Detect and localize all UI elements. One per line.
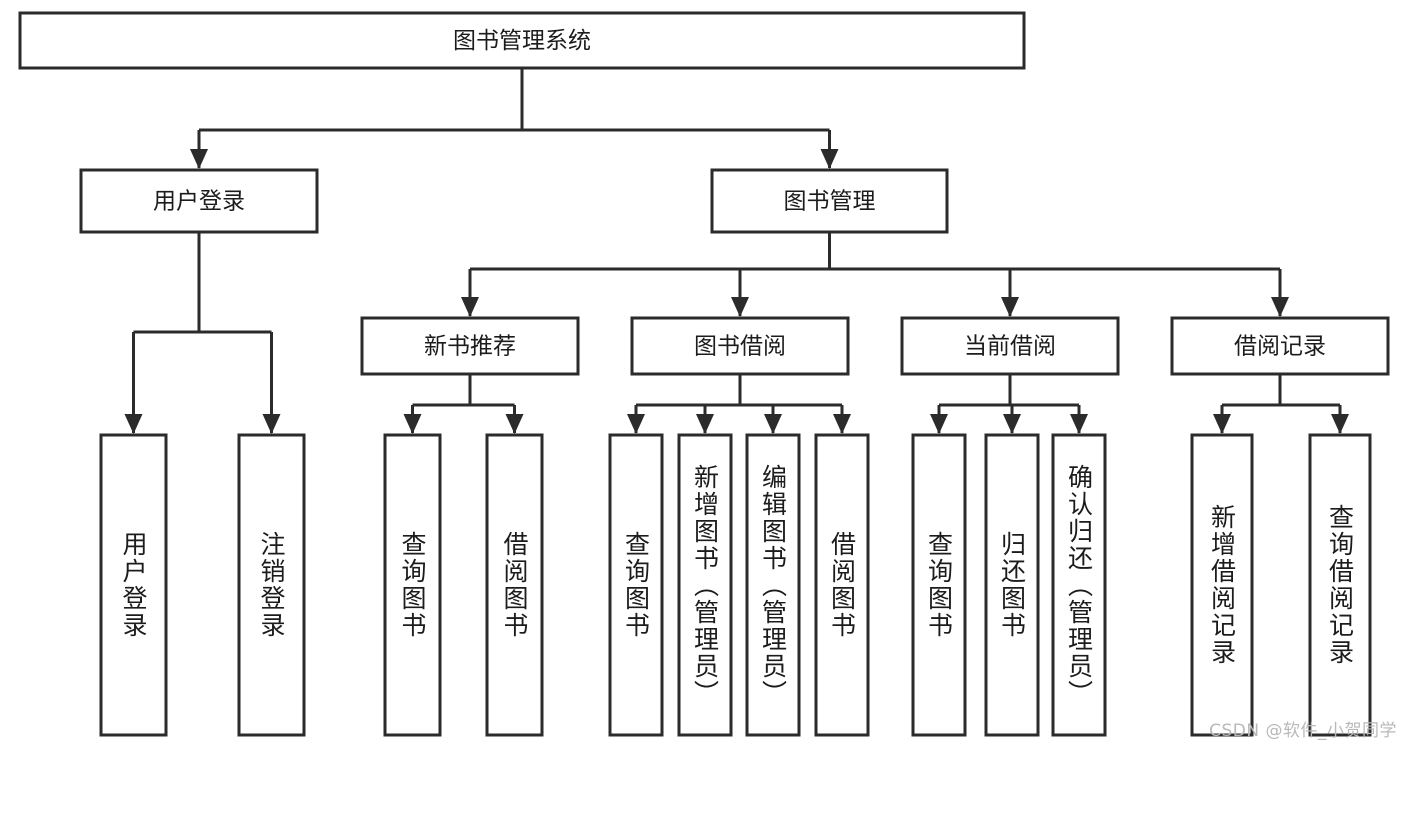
edges-layer <box>124 68 1349 434</box>
node-leaf-query-record[interactable] <box>1308 433 1372 737</box>
node-book-manage[interactable]: 图书管理 <box>710 168 949 234</box>
arrow-head-icon-book-manage <box>820 149 839 169</box>
node-new-book-rec[interactable]: 新书推荐 <box>360 316 580 376</box>
node-leaf-add-book[interactable] <box>677 433 733 737</box>
node-box-leaf-add-book <box>677 433 733 737</box>
node-box-leaf-query-book-bor <box>608 433 664 737</box>
arrow-head-icon-leaf-query-record <box>1331 414 1349 434</box>
node-user-login[interactable]: 用户登录 <box>79 168 319 234</box>
node-box-leaf-query-book-cur <box>911 433 967 737</box>
node-leaf-edit-book[interactable] <box>745 433 801 737</box>
node-box-book-borrow <box>630 316 850 376</box>
csdn-watermark: CSDN @软件_小贺同学 <box>1209 721 1397 741</box>
node-box-leaf-edit-book <box>745 433 801 737</box>
arrow-head-icon-leaf-query-book-rec <box>403 414 422 434</box>
node-box-leaf-confirm-return <box>1051 433 1107 737</box>
arrow-head-icon-leaf-query-book-cur <box>930 414 948 434</box>
node-box-root <box>18 11 1026 70</box>
arrow-head-icon-user-login <box>190 149 208 169</box>
arrow-head-icon-leaf-borrow-book-bor <box>833 414 851 434</box>
node-label-new-book-rec: 新书推荐 <box>424 334 516 360</box>
node-label-book-borrow: 图书借阅 <box>694 334 786 360</box>
arrow-head-icon-leaf-edit-book <box>764 414 782 434</box>
book-management-system-diagram: 图书管理系统用户登录图书管理新书推荐图书借阅当前借阅借阅记录 用户登录注销登录查… <box>18 11 1397 741</box>
node-box-leaf-user-login <box>99 433 168 737</box>
node-box-current-borrow <box>900 316 1120 376</box>
node-leaf-user-logout[interactable] <box>237 433 306 737</box>
node-box-leaf-query-record <box>1308 433 1372 737</box>
node-label-current-borrow: 当前借阅 <box>964 334 1056 360</box>
node-leaf-add-record[interactable] <box>1190 433 1254 737</box>
node-leaf-query-book-cur[interactable] <box>911 433 967 737</box>
arrow-head-icon-leaf-add-record <box>1213 414 1231 434</box>
node-leaf-borrow-book-rec[interactable] <box>485 433 544 737</box>
node-leaf-confirm-return[interactable] <box>1051 433 1107 737</box>
arrow-head-icon-leaf-return-book <box>1003 414 1021 434</box>
arrow-head-icon-leaf-user-login <box>124 414 143 434</box>
arrow-head-icon-leaf-confirm-return <box>1070 414 1088 434</box>
node-box-user-login <box>79 168 319 234</box>
arrow-head-icon-borrow-record <box>1271 297 1289 317</box>
node-box-leaf-return-book <box>984 433 1040 737</box>
arrow-head-icon-new-book-rec <box>461 297 479 317</box>
arrow-head-icon-leaf-borrow-book-rec <box>505 414 524 434</box>
node-label-book-manage: 图书管理 <box>784 189 876 215</box>
arrow-head-icon-leaf-user-logout <box>262 414 281 434</box>
node-box-borrow-record <box>1170 316 1390 376</box>
arrow-head-icon-leaf-query-book-bor <box>627 414 645 434</box>
arrow-head-icon-leaf-add-book <box>696 414 714 434</box>
arrow-head-icon-book-borrow <box>731 297 749 317</box>
node-book-borrow[interactable]: 图书借阅 <box>630 316 850 376</box>
node-leaf-return-book[interactable] <box>984 433 1040 737</box>
node-label-borrow-record: 借阅记录 <box>1234 334 1326 360</box>
node-box-book-manage <box>710 168 949 234</box>
node-leaf-query-book-bor[interactable] <box>608 433 664 737</box>
node-box-leaf-add-record <box>1190 433 1254 737</box>
node-box-new-book-rec <box>360 316 580 376</box>
node-box-leaf-borrow-book-rec <box>485 433 544 737</box>
node-label-root: 图书管理系统 <box>453 28 591 54</box>
node-leaf-borrow-book-bor[interactable] <box>814 433 870 737</box>
node-box-leaf-borrow-book-bor <box>814 433 870 737</box>
node-root[interactable]: 图书管理系统 <box>18 11 1026 70</box>
node-label-user-login: 用户登录 <box>153 189 245 215</box>
node-borrow-record[interactable]: 借阅记录 <box>1170 316 1390 376</box>
node-box-leaf-user-logout <box>237 433 306 737</box>
node-leaf-query-book-rec[interactable] <box>383 433 442 737</box>
node-box-leaf-query-book-rec <box>383 433 442 737</box>
node-current-borrow[interactable]: 当前借阅 <box>900 316 1120 376</box>
arrow-head-icon-current-borrow <box>1001 297 1019 317</box>
node-leaf-user-login[interactable] <box>99 433 168 737</box>
